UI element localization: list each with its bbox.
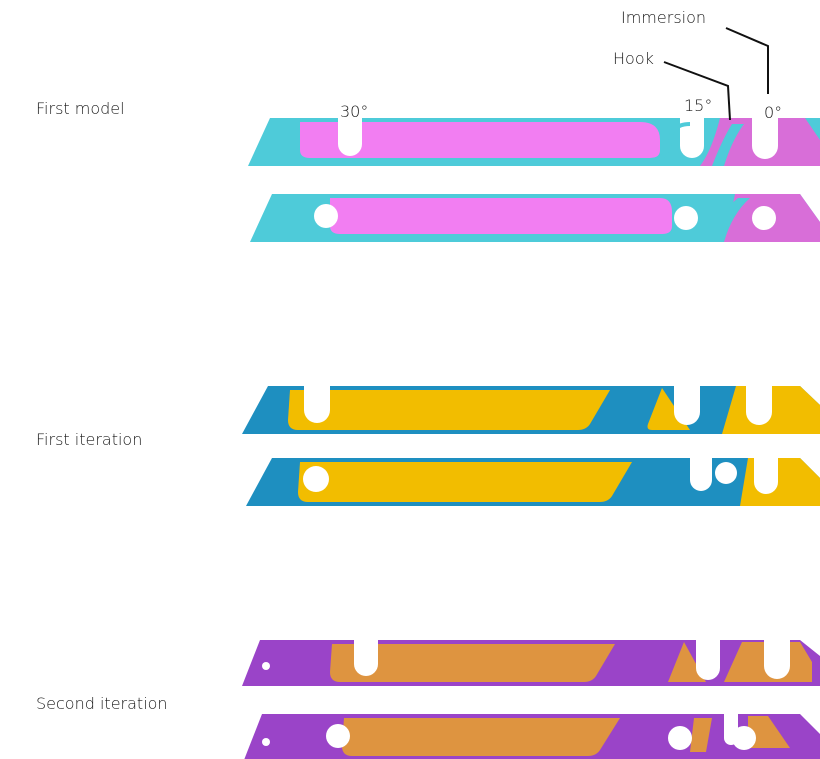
second-iteration-bottom-notch-3 — [732, 726, 756, 750]
second-iteration-bottom-notch-1 — [668, 726, 692, 750]
first-iteration-top-inner — [288, 390, 610, 430]
first-model-bottom-inner — [330, 198, 672, 234]
first-iteration-bottom-notch-2 — [715, 462, 737, 484]
first-iteration-strip-bottom — [246, 458, 820, 506]
second-iteration-top-slot-2 — [696, 640, 720, 680]
second-iteration-strip-top — [242, 640, 820, 686]
first-iteration-top-slot-2 — [674, 386, 700, 425]
second-iteration-top-right-a — [668, 642, 706, 682]
first-model-bottom-notch-right — [752, 206, 776, 230]
second-iteration-bottom-right-a — [690, 718, 712, 752]
angle-label-15: 15° — [684, 96, 713, 115]
first-model-bottom-notch-mid — [674, 206, 698, 230]
first-iteration-top-slot-1 — [304, 386, 330, 423]
first-model-bottom-notch-left — [314, 204, 338, 228]
second-iteration-top-slot-3 — [764, 640, 790, 679]
first-model-top-slot-30 — [338, 118, 362, 156]
first-iteration-strip-top — [242, 386, 820, 434]
first-model-top-slot-15 — [680, 118, 704, 158]
first-iteration-bottom-right-b — [740, 458, 820, 506]
second-iteration-top-slot-1 — [354, 640, 378, 676]
callout-immersion: Immersion — [621, 8, 707, 27]
first-iteration-bottom-notch-3 — [754, 458, 778, 494]
first-model-top-slot-0 — [752, 118, 778, 159]
first-model-strip-bottom — [250, 194, 820, 242]
angle-label-30: 30° — [340, 102, 369, 121]
row-label-second-iteration: Second iteration — [36, 694, 168, 713]
first-iteration-bottom-notch-1 — [690, 458, 712, 491]
first-model-bottom-hook — [712, 198, 750, 242]
second-iteration-bottom-right-b — [748, 716, 790, 748]
row-label-first-iteration: First iteration — [36, 430, 143, 449]
second-iteration-bottom-inner — [342, 718, 620, 756]
immersion-leader-line — [725, 27, 769, 94]
angle-label-0: 0° — [764, 103, 783, 122]
first-model-top-hook — [712, 124, 744, 166]
first-iteration-bottom-notch-left — [303, 466, 329, 492]
second-iteration-bottom-notch-left — [326, 724, 350, 748]
row-label-first-model: First model — [36, 99, 125, 118]
first-model-top-channel — [300, 122, 691, 162]
callout-hook: Hook — [613, 49, 654, 68]
first-model-top-inner — [300, 122, 660, 158]
second-iteration-top-inner — [330, 644, 615, 682]
first-iteration-top-slot-3 — [746, 386, 772, 425]
hook-leader-line — [663, 61, 731, 121]
second-iteration-bottom-hole — [262, 738, 270, 746]
second-iteration-strip-bottom — [244, 714, 820, 759]
first-model-strip-top — [248, 118, 820, 166]
second-iteration-top-hole — [262, 662, 270, 670]
first-iteration-bottom-inner — [298, 462, 632, 502]
